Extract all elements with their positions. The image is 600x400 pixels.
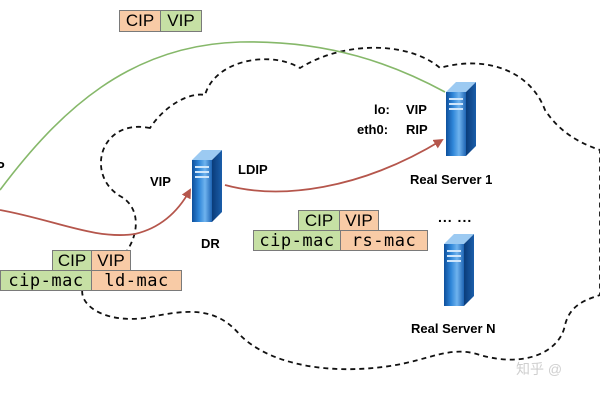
- rs1-lo-val: VIP: [406, 102, 427, 117]
- network-cloud: [81, 46, 600, 371]
- packet-rs-cip-mac: cip-mac: [253, 230, 341, 251]
- watermark: 知乎 @: [516, 361, 563, 377]
- packet-top-vip: VIP: [160, 10, 202, 32]
- packet-rs-cip: CIP: [298, 210, 340, 231]
- dr-name: DR: [201, 236, 220, 251]
- packet-client-cip: CIP: [52, 250, 92, 271]
- forward-arrow-dr-to-rs1: [224, 138, 444, 193]
- rs1-eth0-val: RIP: [406, 122, 428, 137]
- more-servers-ellipsis: ... ...: [438, 209, 473, 225]
- rs1-eth0-key: eth0:: [357, 122, 389, 137]
- packet-client-cip-mac: cip-mac: [0, 270, 92, 291]
- real-server-n-icon: [444, 234, 474, 306]
- packet-rs-vip: VIP: [339, 210, 379, 231]
- rsn-name: Real Server N: [411, 321, 496, 336]
- dr-server-icon: [192, 150, 222, 222]
- dr-ldip-label: LDIP: [238, 162, 268, 177]
- real-server-1-icon: [446, 82, 476, 156]
- rs1-name: Real Server 1: [410, 172, 493, 187]
- response-arrow: [0, 41, 446, 191]
- packet-top-cip: CIP: [119, 10, 161, 32]
- rs1-lo-key: lo:: [374, 102, 390, 117]
- packet-client-ld-mac: ld-mac: [91, 270, 182, 291]
- packet-client-vip: VIP: [91, 250, 131, 271]
- dr-vip-label: VIP: [150, 174, 171, 189]
- packet-rs-rs-mac: rs-mac: [340, 230, 428, 251]
- request-arrow-client-to-dr: [0, 188, 191, 236]
- left-edge-fragment: P: [0, 159, 5, 174]
